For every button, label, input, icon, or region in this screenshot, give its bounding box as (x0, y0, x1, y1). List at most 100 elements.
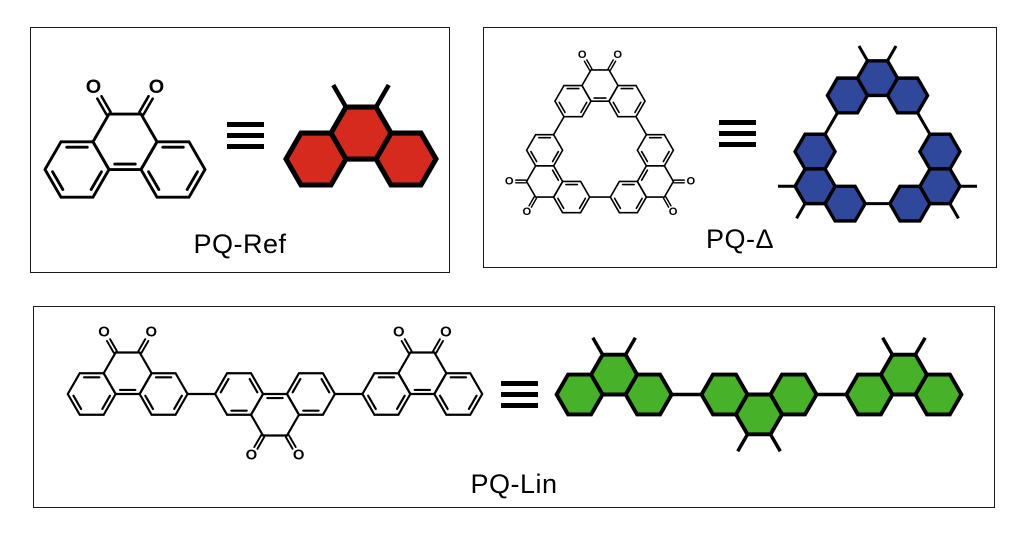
carbonyl-double-bond (137, 94, 150, 113)
pq-ref-skeletal-structure: OO (42, 76, 207, 199)
double-bond-line (640, 169, 649, 182)
carbonyl-stub (948, 202, 960, 220)
double-bond-line (467, 394, 478, 411)
oxygen-atom-label: O (98, 324, 110, 340)
ring-hexagon (793, 132, 838, 171)
double-bond-line (640, 150, 649, 163)
benzene-ring (138, 139, 207, 199)
carbonyl-stub (623, 336, 637, 356)
benzene-ring (137, 372, 189, 416)
double-bond-line (612, 101, 620, 114)
double-bond-line (558, 101, 566, 114)
carbonyl-stub (330, 83, 348, 109)
double-bond-line (530, 150, 538, 163)
equiv-bar (500, 380, 538, 386)
double-bond-line (89, 169, 103, 191)
oxygen-atom-label: O (669, 206, 678, 218)
carbonyl-double-bond (141, 96, 154, 116)
equivalence-symbol (500, 380, 538, 408)
pq-ref-hexagon-cartoon (282, 83, 439, 188)
oxygen-atom-label: O (578, 49, 587, 61)
carbonyl-double-bond (400, 339, 409, 354)
oxygen-atom-label: O (523, 206, 532, 218)
double-bond-line (395, 394, 406, 411)
benzene-ring (432, 372, 483, 416)
carbonyl-double-bond (136, 338, 146, 352)
pq-delta-skeletal-structure: OOOOOO (505, 49, 696, 218)
carbonyl-stub (886, 45, 898, 62)
oxygen-atom-label: O (613, 49, 622, 61)
ring-hexagon (588, 352, 639, 396)
double-bond-line (219, 377, 230, 394)
equivalence-symbol (719, 120, 756, 147)
double-bond-line (143, 394, 154, 411)
benzene-ring (213, 372, 264, 416)
ring-hexagon (917, 132, 962, 171)
carbonyl-double-bond (434, 339, 444, 354)
oxygen-atom-label: O (145, 324, 157, 340)
double-bond-line (557, 197, 565, 210)
panel-pq-delta: OOOOOO PQ-Δ (483, 27, 997, 268)
double-bond-line (551, 169, 560, 182)
carbonyl-double-bond (586, 59, 593, 70)
benzene-ring (552, 180, 591, 214)
carbonyl-double-bond (609, 60, 617, 71)
double-bond-line (551, 150, 560, 163)
benzene-ring (360, 372, 412, 416)
carbonyl-stub (880, 336, 894, 356)
double-bond-line (71, 394, 82, 411)
equiv-bar (719, 142, 756, 147)
benzene-ring (525, 133, 564, 167)
oxygen-atom-label: O (245, 448, 257, 464)
benzene-ring (66, 372, 117, 416)
carbonyl-double-bond (108, 338, 118, 352)
double-bond-line (291, 377, 301, 394)
carbonyl-double-bond (99, 94, 112, 113)
carbonyl-double-bond (583, 60, 591, 71)
double-bond-line (613, 197, 622, 210)
equiv-bar (500, 402, 538, 408)
carbonyl-stub (768, 432, 782, 452)
oxygen-atom-label: O (148, 76, 163, 98)
panel-content-row: OO (39, 68, 442, 233)
pq-lin-hexagon-cartoon (553, 336, 964, 452)
oxygen-atom-label: O (687, 175, 696, 187)
panel-label: PQ-Δ (705, 224, 775, 254)
carbonyl-double-bond (252, 434, 262, 449)
equiv-bar (719, 120, 756, 125)
panel-label: PQ-Lin (470, 469, 558, 499)
carbonyl-stub (373, 83, 391, 109)
oxygen-atom-label: O (440, 324, 452, 340)
carbonyl-double-bond (665, 196, 672, 207)
equivalence-symbol (226, 121, 264, 149)
equiv-bar (500, 391, 538, 397)
connector-bond (823, 112, 839, 135)
carbonyl-double-bond (140, 339, 149, 354)
carbonyl-stub (857, 45, 869, 62)
oxygen-atom-label: O (85, 76, 100, 98)
double-bond-line (248, 377, 258, 394)
carbonyl-double-bond (403, 338, 413, 352)
double-bond-line (662, 150, 670, 163)
benzene-ring (554, 84, 592, 118)
benzene-ring (285, 372, 336, 416)
pq-lin-skeletal-structure: OOOOOO (66, 324, 483, 464)
carbonyl-double-bond (662, 197, 670, 208)
equiv-bar (719, 131, 756, 136)
benzene-ring (609, 180, 648, 214)
panel-pq-lin: OOOOOO PQ-Lin (33, 306, 995, 508)
equiv-bar (226, 143, 264, 149)
ring-hexagon (878, 352, 929, 396)
double-bond-line (635, 197, 643, 210)
panel-pq-ref: OO PQ-Ref (30, 27, 450, 273)
double-bond-line (438, 394, 449, 411)
carbonyl-double-bond (255, 436, 265, 450)
connector-bond (916, 112, 932, 135)
carbonyl-stub (590, 336, 604, 356)
double-bond-line (172, 394, 183, 411)
pq-delta-hexagon-cartoon (778, 45, 977, 223)
carbonyl-double-bond (105, 339, 115, 354)
ring-hexagon (733, 392, 784, 436)
oxygen-atom-label: O (392, 324, 404, 340)
carbonyl-stub (795, 202, 807, 220)
